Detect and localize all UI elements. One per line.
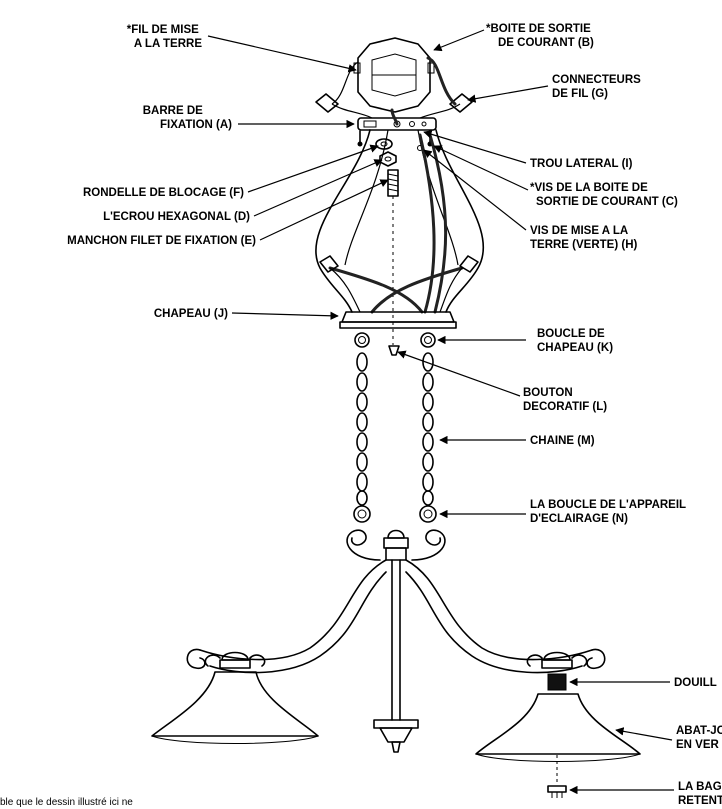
label-canopy: CHAPEAU (J) bbox=[154, 308, 228, 320]
decorative-knob bbox=[388, 345, 400, 356]
label-hex-nut: L'ECROU HEXAGONAL (D) bbox=[103, 211, 250, 223]
outlet-box bbox=[353, 37, 435, 113]
glass-shade-left bbox=[151, 671, 319, 744]
label-ground-screw: VIS DE MISE A LA TERRE (VERTE) (H) bbox=[530, 225, 638, 251]
retaining-ring bbox=[547, 785, 567, 798]
label-glass-shade: ABAT-JO EN VER bbox=[676, 725, 722, 751]
fixture-body bbox=[186, 529, 606, 753]
label-retaining-ring: LA BAG RETENT bbox=[678, 781, 722, 807]
label-wire-connectors: CONNECTEURS DE FIL (G) bbox=[552, 74, 644, 100]
label-socket: DOUILL bbox=[674, 677, 717, 689]
mounting-bar bbox=[357, 117, 437, 131]
canopy-loops bbox=[354, 332, 436, 348]
chain-right bbox=[422, 352, 434, 506]
chain-left bbox=[356, 352, 368, 506]
label-ground-wire: *FIL DE MISE A LA TERRE bbox=[127, 24, 203, 50]
label-side-hole: TROU LATERAL (I) bbox=[530, 158, 633, 170]
glass-shade-right bbox=[475, 693, 641, 784]
label-outlet-box: *BOITE DE SORTIE DE COURANT (B) bbox=[486, 23, 594, 49]
label-lock-washer: RONDELLE DE BLOCAGE (F) bbox=[83, 187, 244, 199]
canopy bbox=[339, 311, 457, 329]
label-fixture-loop: LA BOUCLE DE L'APPAREIL D'ECLAIRAGE (N) bbox=[530, 499, 689, 525]
label-outlet-box-screws: *VIS DE LA BOITE DE SORTIE DE COURANT (C… bbox=[530, 182, 678, 208]
fixture-loops bbox=[353, 505, 437, 523]
threaded-nipple bbox=[387, 169, 399, 197]
label-mounting-bar: BARRE DE FIXATION (A) bbox=[143, 105, 232, 131]
label-chain: CHAINE (M) bbox=[530, 435, 595, 447]
label-threaded-nipple: MANCHON FILET DE FIXATION (E) bbox=[67, 235, 256, 247]
label-canopy-loop: BOUCLE DE CHAPEAU (K) bbox=[537, 328, 613, 354]
socket bbox=[547, 673, 567, 691]
footnote: ble que le dessin illustré ici ne bbox=[0, 797, 133, 808]
label-decorative-knob: BOUTON DECORATIF (L) bbox=[523, 387, 607, 413]
